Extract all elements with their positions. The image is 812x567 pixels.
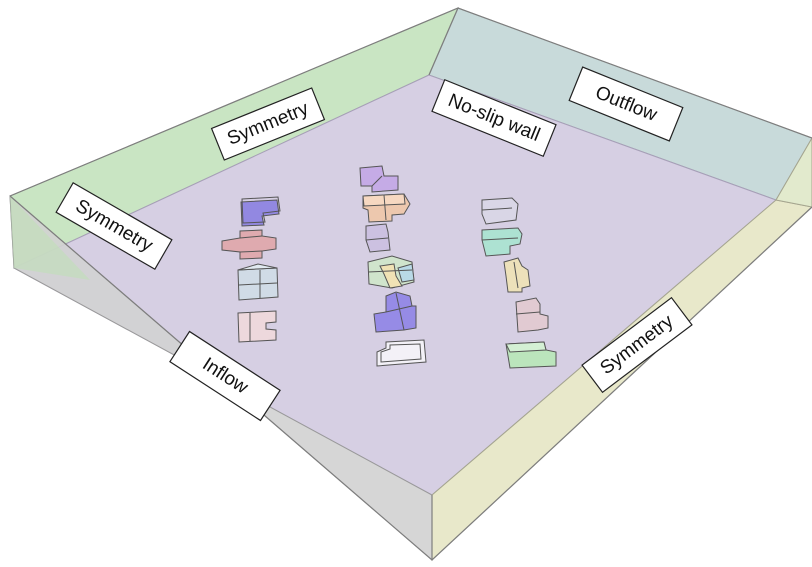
building-column-middle <box>359 165 427 367</box>
building <box>237 310 277 343</box>
building-column-right <box>481 197 557 369</box>
building <box>365 223 391 253</box>
building-column-left <box>221 196 281 343</box>
building <box>367 255 415 289</box>
building <box>362 193 411 223</box>
building <box>373 291 417 333</box>
building <box>505 341 557 369</box>
building <box>359 165 399 193</box>
symmetry-wall-left-end <box>10 196 90 280</box>
building <box>481 227 523 257</box>
symmetry-wall-right-end <box>775 137 812 208</box>
building <box>240 196 281 227</box>
building <box>515 297 549 333</box>
building <box>376 339 427 367</box>
building <box>503 257 531 293</box>
building <box>481 197 519 225</box>
building <box>237 263 279 301</box>
building <box>221 229 277 260</box>
